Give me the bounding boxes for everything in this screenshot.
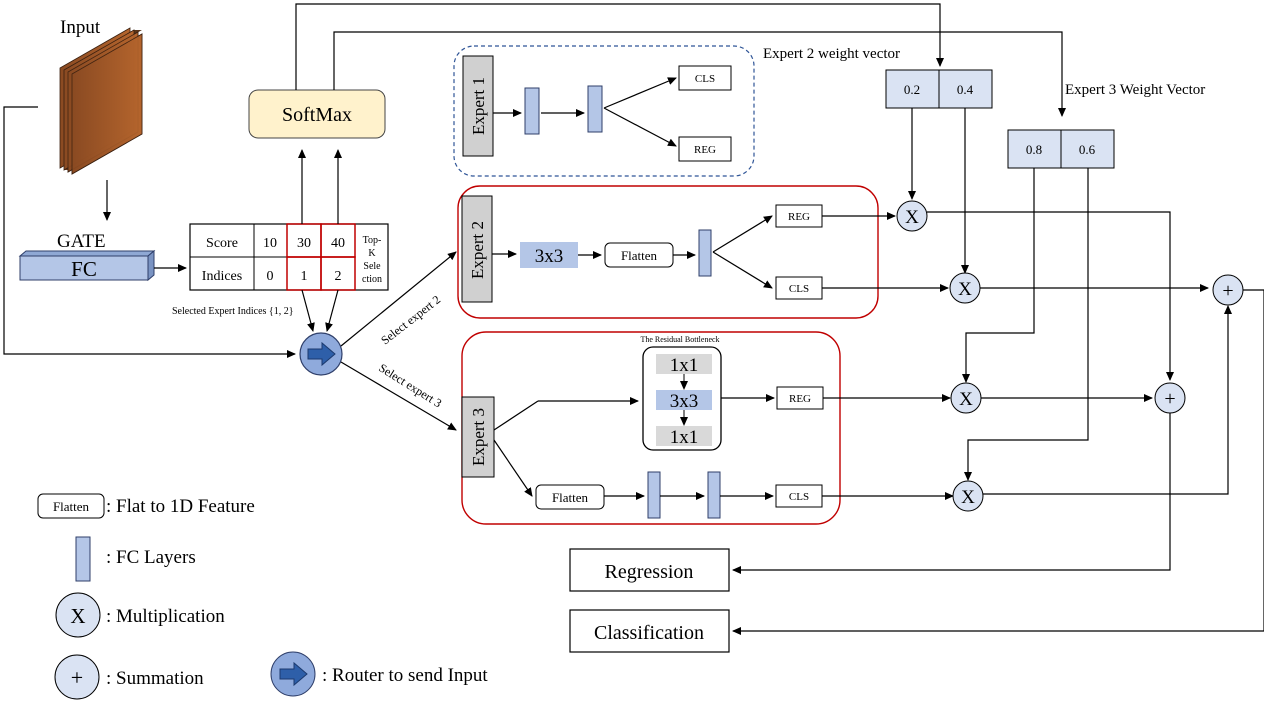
expert2-weight-vector: 0.2 0.4 <box>885 69 993 109</box>
fc-layer <box>587 85 603 133</box>
input-label: Input <box>60 17 101 38</box>
expert3-weight-vector: 0.8 0.6 <box>1007 129 1115 169</box>
topk-line: Sele <box>363 261 381 272</box>
weight-value: 0.2 <box>904 82 920 97</box>
select-expert2-label: Select expert 2 <box>378 292 443 347</box>
score-row-label: Score <box>206 236 238 251</box>
legend-router-desc: : Router to send Input <box>322 665 488 686</box>
classification-output: Classification <box>569 609 730 653</box>
multiply-symbol: X <box>958 279 972 300</box>
expert3-group: Expert 3 The Residual Bottleneck 1x1 3x3… <box>461 331 841 525</box>
expert2-group: Expert 2 3x3 Flatten REG CLS <box>457 185 879 319</box>
softmax-block: SoftMax <box>248 89 386 139</box>
indices-row-label: Indices <box>202 269 242 284</box>
fc-layer <box>647 471 661 519</box>
gate-fc-block: FC <box>18 249 156 282</box>
expert1-cls: CLS <box>695 73 715 85</box>
legend-sum-desc: : Summation <box>106 668 204 689</box>
selected-expert-note: Selected Expert Indices {1, 2} <box>172 306 294 317</box>
legend-flatten-box: Flatten <box>53 499 90 514</box>
sum-node-regression: + <box>1154 382 1186 414</box>
input-feature-stack <box>59 27 143 175</box>
gate-title: GATE <box>57 231 106 252</box>
expert2-flatten: Flatten <box>621 248 658 263</box>
expert2-weight-title: Expert 2 weight vector <box>763 46 900 62</box>
multiply-node: X <box>952 480 984 512</box>
topk-line: K <box>368 248 376 259</box>
gate-fc-label: FC <box>71 257 97 281</box>
legend-fc-icon <box>75 536 91 582</box>
expert1-reg: REG <box>694 144 716 156</box>
multiply-node: X <box>950 382 982 414</box>
expert3-label: Expert 3 <box>469 408 488 466</box>
legend-fc-desc: : FC Layers <box>106 547 196 568</box>
softmax-label: SoftMax <box>282 104 352 126</box>
expert3-cls: CLS <box>789 491 809 503</box>
multiply-symbol: X <box>961 487 975 508</box>
topk-line: Top- <box>363 235 382 246</box>
expert2-reg: REG <box>788 211 810 223</box>
weight-value: 0.8 <box>1026 142 1042 157</box>
score-cell: 40 <box>331 236 345 251</box>
router <box>299 332 343 376</box>
expert1-label: Expert 1 <box>469 77 488 135</box>
score-table: Score Indices 10 30 40 0 1 2 Top- K Sele… <box>189 223 389 291</box>
sum-symbol: + <box>1164 388 1175 410</box>
weight-value: 0.6 <box>1079 142 1096 157</box>
regression-output: Regression <box>569 548 730 592</box>
expert3-weight-title: Expert 3 Weight Vector <box>1065 82 1205 98</box>
index-cell: 2 <box>335 269 342 284</box>
legend-sum-symbol: + <box>71 665 83 690</box>
expert2-cls: CLS <box>789 283 809 295</box>
expert3-reg: REG <box>789 393 811 405</box>
score-cell: 10 <box>263 236 277 251</box>
multiply-node: X <box>949 272 981 304</box>
legend: Flatten : Flat to 1D Feature : FC Layers… <box>37 493 488 700</box>
fc-layer <box>524 87 540 135</box>
sum-symbol: + <box>1222 280 1233 302</box>
legend-flatten-desc: : Flat to 1D Feature <box>106 496 255 517</box>
legend-multiply-icon <box>55 592 101 638</box>
fc-layer <box>698 229 712 277</box>
topk-label: Top- K Sele ction <box>362 235 382 285</box>
multiply-symbol: X <box>905 207 919 228</box>
weight-value: 0.4 <box>957 82 974 97</box>
fc-layer <box>707 471 721 519</box>
multiply-symbol: X <box>959 389 973 410</box>
expert2-label: Expert 2 <box>468 221 487 279</box>
expert1-group: Expert 1 CLS REG <box>453 45 755 177</box>
bottleneck-conv3: 1x1 <box>670 427 699 448</box>
sum-node-classification: + <box>1212 274 1244 306</box>
bottleneck-conv2: 3x3 <box>670 391 699 412</box>
score-cell: 30 <box>297 236 311 251</box>
expert2-conv: 3x3 <box>535 246 564 267</box>
legend-sum-icon <box>54 654 100 700</box>
legend-multiply-desc: : Multiplication <box>106 606 225 627</box>
classification-label: Classification <box>594 622 704 644</box>
regression-label: Regression <box>605 561 694 583</box>
bottleneck-conv1: 1x1 <box>670 355 699 376</box>
bottleneck-title: The Residual Bottleneck <box>640 335 719 344</box>
multiply-node: X <box>896 200 928 232</box>
expert3-flatten: Flatten <box>552 490 589 505</box>
index-cell: 1 <box>301 269 308 284</box>
legend-multiply-symbol: X <box>70 604 85 628</box>
index-cell: 0 <box>267 269 274 284</box>
topk-line: ction <box>362 274 382 285</box>
